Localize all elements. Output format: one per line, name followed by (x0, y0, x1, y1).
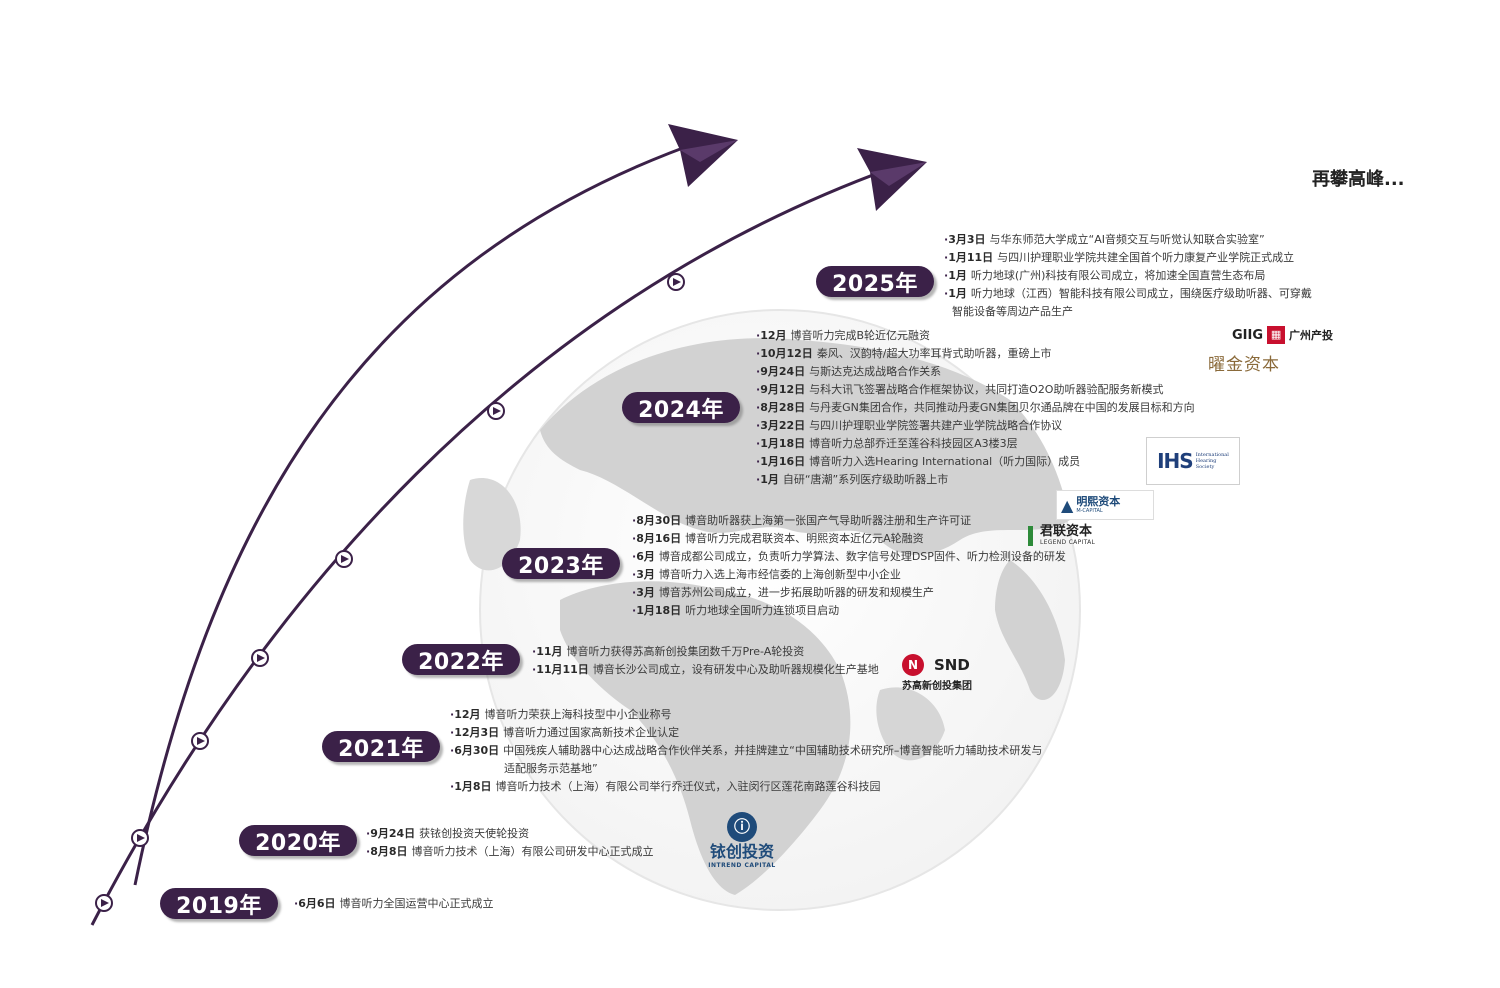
event-item: ·1月16日博音听力入选Hearing International（听力国际）成… (756, 455, 1081, 468)
mingxi-capital-logo: ▲ 明熙资本 M-CAPITAL (1056, 490, 1154, 520)
event-item: ·1月18日听力地球全国听力连锁项目启动 (632, 604, 840, 617)
event-item: ·1月听力地球(广州)科技有限公司成立，将加速全国直营生态布局 (944, 269, 1266, 282)
paper-plane-icon (857, 148, 927, 211)
event-item: ·12月3日博音听力通过国家高新技术企业认定 (450, 726, 680, 739)
events-2020: ·9月24日获铱创投资天使轮投资 ·8月8日博音听力技术（上海）有限公司研发中心… (366, 825, 654, 861)
event-item: ·3月3日与华东师范大学成立“AI音频交互与听觉认知联合实验室” (944, 233, 1265, 246)
paper-plane-icon (668, 124, 738, 187)
event-item: ·1月自研“唐潮”系列医疗级助听器上市 (756, 473, 949, 486)
event-item: ·6月博音成都公司成立，负责听力学算法、数字信号处理DSP固件、听力检测设备的研… (632, 550, 1066, 563)
event-item: ·1月听力地球（江西）智能科技有限公司成立，围绕医疗级助听器、可穿戴智能设备等周… (944, 287, 1312, 318)
events-2024: ·12月博音听力完成B轮近亿元融资 ·10月12日秦风、汉韵特/超大功率耳背式助… (756, 327, 1195, 489)
tagline: 再攀高峰... (1312, 169, 1405, 190)
legend-mark-icon (1028, 525, 1033, 546)
events-2022: ·11月博音听力获得苏高新创投集团数千万Pre-A轮投资 ·11月11日博音长沙… (532, 643, 879, 679)
year-pill-2023: 2023年 (502, 548, 620, 579)
events-2025: ·3月3日与华东师范大学成立“AI音频交互与听觉认知联合实验室” ·1月11日与… (944, 231, 1312, 321)
event-item: ·11月11日博音长沙公司成立，设有研发中心及助听器规模化生产基地 (532, 663, 879, 676)
year-pill-2024: 2024年 (622, 392, 740, 423)
trajectory-marker-arrows (101, 278, 681, 907)
events-2023: ·8月30日博音助听器获上海第一张国产气导助听器注册和生产许可证 ·8月16日博… (632, 512, 1066, 620)
event-item: ·1月18日博音听力总部乔迁至莲谷科技园区A3楼3层 (756, 437, 1018, 450)
globe-icon (463, 309, 1081, 911)
event-item: ·3月博音苏州公司成立，进一步拓展助听器的研发和规模生产 (632, 586, 934, 599)
events-2019: ·6月6日博音听力全国运营中心正式成立 (294, 895, 494, 913)
intrend-mark-icon: ⓘ (727, 812, 757, 842)
event-item: ·6月30日中国残疾人辅助器中心达成战略合作伙伴关系，并挂牌建立“中国辅助技术研… (450, 744, 1043, 775)
events-2021: ·12月博音听力荣获上海科技型中小企业称号 ·12月3日博音听力通过国家高新技术… (450, 706, 1042, 796)
ihs-logo: IHS International Hearing Society (1146, 437, 1240, 485)
event-item: ·8月28日与丹麦GN集团合作，共同推动丹麦GN集团贝尔通品牌在中国的发展目标和… (756, 401, 1195, 414)
event-item: ·8月8日博音听力技术（上海）有限公司研发中心正式成立 (366, 845, 654, 858)
event-item: ·12月博音听力完成B轮近亿元融资 (756, 329, 931, 342)
event-item: ·9月12日与科大讯飞签署战略合作框架协议，共同打造O2O助听器验配服务新模式 (756, 383, 1164, 396)
yaojin-capital-logo: 曜金资本 (1208, 355, 1280, 375)
year-pill-2021: 2021年 (322, 731, 440, 762)
event-item: ·3月22日与四川护理职业学院签署共建产业学院战略合作协议 (756, 419, 1063, 432)
trajectory-arcs (90, 138, 901, 926)
event-item: ·9月24日获铱创投资天使轮投资 (366, 827, 530, 840)
event-item: ·3月博音听力入选上海市经信委的上海创新型中小企业 (632, 568, 901, 581)
event-item: ·10月12日秦风、汉韵特/超大功率耳背式助听器，重磅上市 (756, 347, 1052, 360)
event-item: ·9月24日与斯达克达成战略合作关系 (756, 365, 942, 378)
event-item: ·8月30日博音助听器获上海第一张国产气导助听器注册和生产许可证 (632, 514, 972, 527)
event-item: ·8月16日博音听力完成君联资本、明熙资本近亿元A轮融资 (632, 532, 924, 545)
event-item: ·11月博音听力获得苏高新创投集团数千万Pre-A轮投资 (532, 645, 805, 658)
giig-logo: GIIG ▦ 广州产投 (1232, 326, 1334, 344)
snd-logo: N SND 苏高新创投集团 (902, 654, 972, 692)
year-pill-2019: 2019年 (160, 888, 278, 919)
event-item: ·1月8日博音听力技术（上海）有限公司举行乔迁仪式，入驻闵行区莲花南路莲谷科技园 (450, 780, 881, 793)
year-pill-2025: 2025年 (816, 266, 934, 297)
mingxi-mark-icon: ▲ (1061, 495, 1074, 515)
event-item: ·12月博音听力荣获上海科技型中小企业称号 (450, 708, 672, 721)
event-item: ·6月6日博音听力全国运营中心正式成立 (294, 897, 494, 910)
giig-seal-icon: ▦ (1267, 326, 1286, 344)
snd-mark-icon: N (902, 654, 924, 676)
event-item: ·1月11日与四川护理职业学院共建全国首个听力康复产业学院正式成立 (944, 251, 1295, 264)
year-pill-2020: 2020年 (239, 825, 357, 856)
year-pill-2022: 2022年 (402, 644, 520, 675)
intrend-capital-logo: ⓘ 铱创投资 INTREND CAPITAL (704, 812, 780, 869)
legend-capital-logo: 君联资本 LEGEND CAPITAL (1028, 525, 1110, 546)
